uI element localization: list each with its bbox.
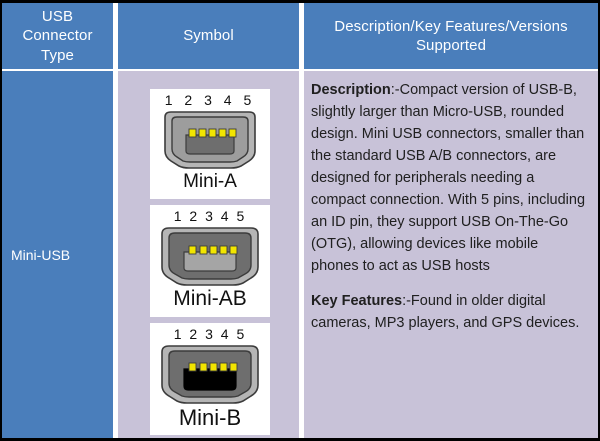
- connector-figure-mini-ab: 1 2 3 4 5 Mini-AB: [150, 205, 270, 317]
- body-column-divider-2: [299, 71, 304, 438]
- cell-description: Description:-Compact version of USB-B, s…: [304, 71, 598, 438]
- header-type-line-3: Type: [41, 46, 74, 64]
- connector-label: Mini-B: [178, 405, 242, 430]
- table-row: Mini-USB 1 2 3 4 5: [2, 71, 598, 438]
- header-cell-description: Description/Key Features/Versions Suppor…: [304, 3, 598, 69]
- mini-b-connector-icon: [161, 345, 259, 404]
- header-description-label: Description/Key Features/Versions Suppor…: [334, 17, 568, 54]
- pin-numbers: 1 2 3 4 5: [173, 208, 247, 224]
- mini-ab-connector-icon: [161, 227, 259, 286]
- connector-type-label: Mini-USB: [11, 246, 71, 263]
- description-heading: Description: [311, 82, 391, 98]
- key-features-body: :-Found in older digital cameras, MP3 pl…: [311, 293, 580, 332]
- body-column-divider-1: [113, 71, 118, 438]
- pin-numbers: 1 2 3 4 5: [173, 326, 247, 342]
- table-header-row: USB Connector Type Symbol Description/Ke…: [2, 3, 598, 69]
- connector-label: Mini-A: [183, 171, 237, 192]
- header-cell-symbol: Symbol: [118, 3, 299, 69]
- header-column-divider-2: [299, 3, 304, 69]
- header-symbol-label: Symbol: [183, 27, 234, 45]
- mini-a-connector-icon: [164, 111, 256, 169]
- pin-numbers: 1 2 3 4 5: [164, 92, 256, 108]
- key-features-paragraph: Key Features:-Found in older digital cam…: [311, 290, 586, 334]
- header-type-line-1: USB: [41, 8, 74, 26]
- connector-figure-mini-a: 1 2 3 4 5 Mini-A: [150, 89, 270, 199]
- header-column-divider-1: [113, 3, 118, 69]
- connector-label: Mini-AB: [173, 287, 247, 310]
- key-features-heading: Key Features: [311, 293, 403, 310]
- description-paragraph: Description:-Compact version of USB-B, s…: [311, 79, 586, 277]
- header-type-line-2: Connector: [22, 27, 93, 45]
- cell-connector-type: Mini-USB: [2, 71, 113, 438]
- description-body: :-Compact version of USB-B, slightly lar…: [311, 82, 586, 275]
- header-cell-connector-type: USB Connector Type: [2, 3, 113, 69]
- connector-figure-mini-b: 1 2 3 4 5 Mini-B: [150, 323, 270, 435]
- cell-symbol: 1 2 3 4 5 Mini-A 1 2 3 4: [118, 71, 299, 438]
